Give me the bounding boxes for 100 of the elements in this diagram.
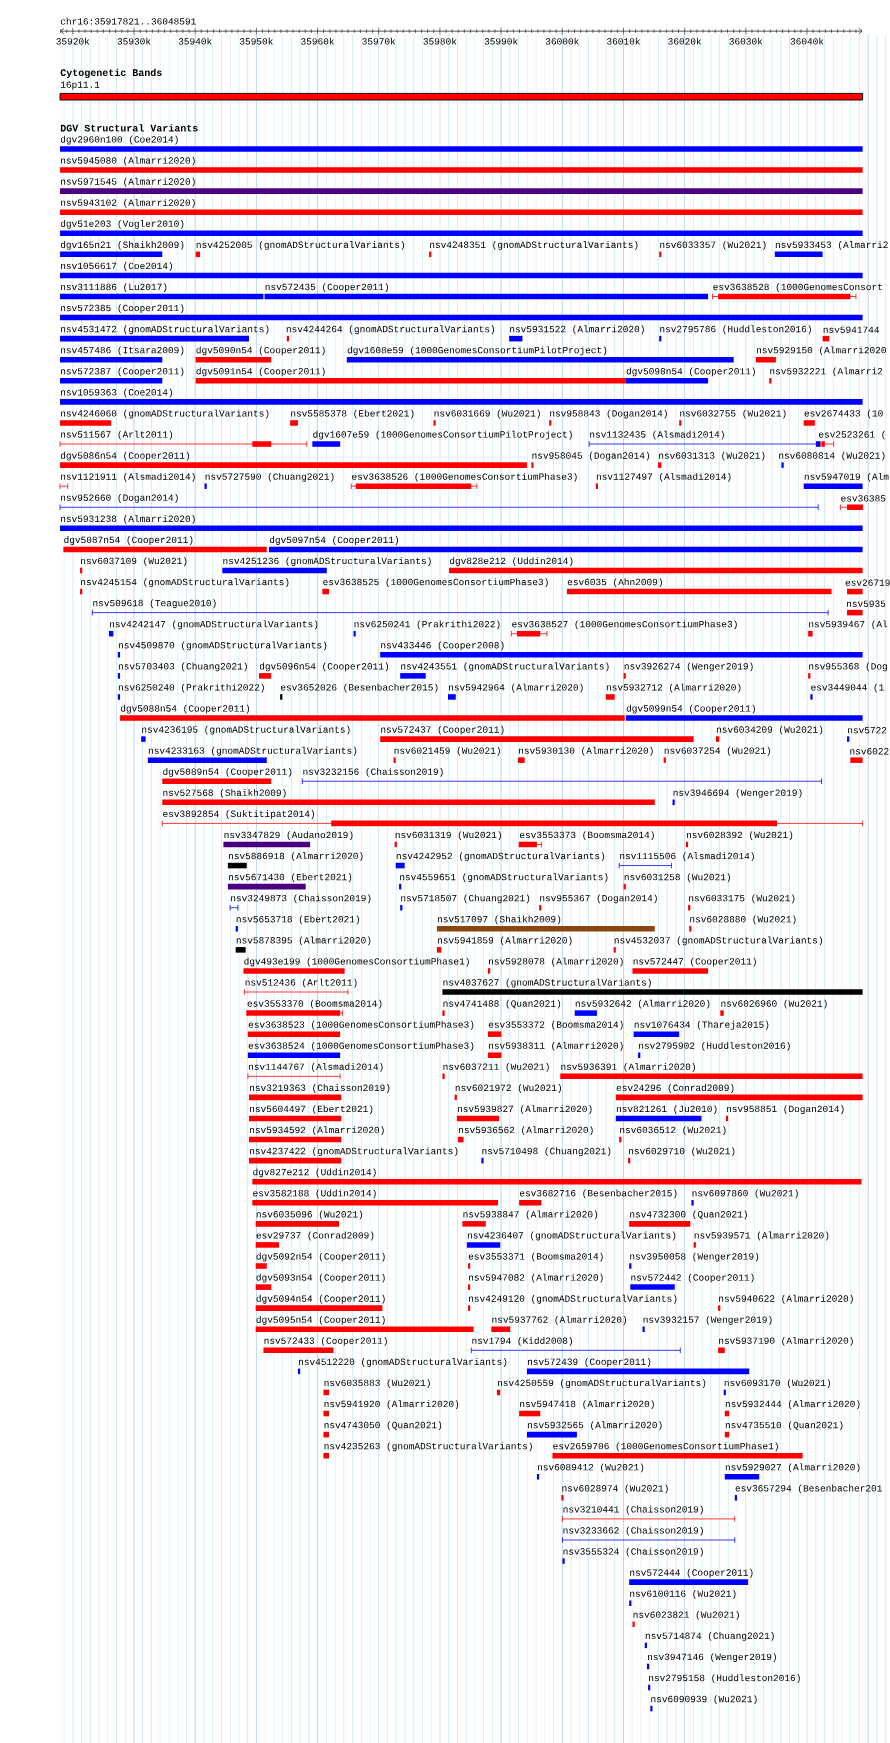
variant-label: nsv3947146 (Wenger2019) (647, 1653, 776, 1662)
tick-label: 36020k (668, 37, 701, 45)
variant-label: nsv955368 (Dog (809, 662, 887, 672)
variant-label: nsv6035883 (Wu2021) (324, 1379, 430, 1388)
variant-label: esv3553372 (Boomsma2014) (488, 1020, 623, 1030)
variant-label: nsv6033357 (Wu2021) (660, 241, 766, 250)
variant-label: nsv3946694 (Wenger2019) (673, 789, 802, 798)
variant-label: nsv3219363 (Chaisson2019) (249, 1084, 390, 1093)
track-title: Cytogenetic Bands (60, 68, 162, 79)
variant-label: nsv1121911 (Alsmadi2014) (60, 472, 195, 482)
variant-label: esv3638523 (1000GenomesConsortiumPhase3) (248, 1020, 474, 1030)
variant-label: nsv5933453 (Almarri2 (775, 241, 888, 250)
variant-label: nsv6100116 (Wu2021) (630, 1589, 736, 1599)
variant-label: nsv5653718 (Ebert2021) (236, 915, 359, 925)
variant-label: nsv572433 (Cooper2011) (264, 1337, 387, 1346)
variant-label: nsv5932712 (Almarri2020) (606, 683, 741, 693)
variant-label: nsv5935 (846, 600, 886, 607)
variant-label: nsv5939467 (Al (809, 620, 887, 630)
variant-label: nsv5943102 (Almarri2020) (60, 198, 195, 208)
variant-label: dgv828e212 (Uddin2014) (449, 557, 573, 566)
variant-label: nsv6022 (850, 748, 889, 755)
band-label: 16p11.1 (60, 81, 100, 90)
variant-label: esv3638526 (1000GenomesConsortiumPhase3) (351, 472, 577, 482)
variant-label: nsv527568 (Shaikh2009) (163, 789, 286, 798)
variant-label: dgv5091n54 (Cooper2011) (196, 367, 325, 377)
variant-label: nsv6034209 (Wu2021) (716, 725, 823, 735)
variant-label: nsv6033175 (Wu2021) (688, 894, 795, 904)
tick-label: 35970k (362, 37, 396, 45)
variant-label: esv2674433 (10 (804, 409, 883, 419)
variant-label: nsv6037254 (Wu2021) (664, 746, 770, 756)
locus-title: chr16:35917821..36048591 (60, 17, 196, 25)
variant-label: nsv5971545 (Almarri2020) (60, 177, 195, 187)
variant-label: nsv3926274 (Wenger2019) (624, 662, 753, 672)
variant-label: nsv572444 (Cooper2011) (630, 1568, 753, 1578)
variant-label: nsv1132435 (Alsmadi2014) (590, 430, 724, 440)
variant-label: dgv5090n54 (Cooper2011) (196, 346, 325, 356)
variant-label: nsv572447 (Cooper2011) (633, 957, 756, 967)
variant-label: dgv5088n54 (Cooper2011) (120, 704, 249, 714)
variant-label: nsv4741488 (Quan2021) (443, 999, 560, 1009)
variant-label: esv36385 (841, 495, 886, 502)
variant-label: nsv3111886 (Lu2017) (60, 283, 167, 292)
variant-label: dgv2960n100 (Coe2014) (60, 135, 178, 145)
variant-label: nsv5727590 (Chuang2021) (205, 472, 334, 482)
variant-label: nsv5932221 (Almarri2 (770, 367, 882, 377)
variant-label: nsv4512220 (gnomADStructuralVariants) (298, 1358, 507, 1367)
variant-label: nsv5710498 (Chuang2021) (482, 1147, 611, 1157)
variant-label: nsv4531472 (gnomADStructuralVariants) (60, 325, 269, 335)
variant-label: nsv5878395 (Almarri2020) (236, 936, 371, 946)
variant-label: nsv6090939 (Wu2021) (651, 1695, 757, 1705)
variant-label: esv3638525 (1000GenomesConsortiumPhase3) (323, 578, 548, 588)
variant-label: nsv6080814 (Wu2021) (779, 451, 885, 461)
variant-label: nsv1115506 (Alsmadi2014) (620, 852, 754, 862)
variant-label: nsv6093170 (Wu2021) (724, 1379, 830, 1388)
variant-label: nsv5932565 (Almarri2020) (527, 1421, 662, 1431)
variant-label: nsv6031669 (Wu2021) (434, 409, 540, 419)
variant-label: nsv4236407 (gnomADStructuralVariants) (467, 1231, 676, 1241)
variant-label: nsv5931238 (Almarri2020) (60, 515, 195, 524)
variant-label: nsv572435 (Cooper2011) (265, 283, 388, 292)
tick-label: 35930k (117, 37, 151, 45)
variant-label: nsv821261 (Ju2010) (616, 1105, 717, 1114)
variant-label: nsv572439 (Cooper2011) (527, 1358, 651, 1367)
variant-label: nsv4236195 (gnomADStructuralVariants) (142, 725, 350, 735)
variant-label: esv3638528 (1000GenomesConsort (713, 283, 882, 292)
tick-label: 35920k (56, 37, 90, 45)
variant-label: dgv5097n54 (Cooper2011) (269, 536, 398, 545)
variant-label: dgv5092n54 (Cooper2011) (256, 1252, 385, 1262)
variant-label: nsv6031319 (Wu2021) (395, 831, 501, 840)
variant-label: nsv3932157 (Wenger2019) (643, 1315, 772, 1325)
variant-label: nsv5947019 (Alm (804, 472, 889, 482)
variant-label: nsv3232156 (Chaisson2019) (303, 767, 443, 777)
variant-label: dgv5086n54 (Cooper2011) (60, 451, 189, 461)
variant-label: dgv1607e59 (1000GenomesConsortiumPilotProject) (313, 430, 572, 440)
tick-label: 36030k (729, 37, 763, 45)
variant-label: nsv511567 (Arlt2011) (60, 430, 172, 440)
tick-label: 35980k (423, 37, 457, 45)
variant-label: nsv457486 (Itsara2009) (60, 346, 184, 356)
variant-label: esv6035 (Ahn2009) (567, 578, 662, 588)
variant-label: nsv5604497 (Ebert2021) (249, 1105, 373, 1114)
variant-label: nsv5937762 (Almarri2020) (492, 1315, 626, 1325)
variant-label: nsv3950058 (Wenger2019) (630, 1252, 758, 1262)
tick-label: 35940k (178, 37, 212, 45)
variant-label: nsv5938847 (Almarri2020) (463, 1210, 597, 1220)
variant-label: dgv827e212 (Uddin2014) (253, 1168, 376, 1178)
variant-label: nsv1794 (Kidd2008) (472, 1337, 572, 1346)
variant-label: esv2659706 (1000GenomesConsortiumPhase1) (553, 1442, 778, 1452)
variant-label: nsv6037109 (Wu2021) (80, 557, 187, 566)
variant-label: nsv6021972 (Wu2021) (455, 1084, 561, 1093)
variant-label: nsv3555324 (Chaisson2019) (563, 1547, 703, 1557)
variant-label: nsv4251236 (gnomADStructuralVariants) (223, 557, 431, 566)
variant-label: dgv493e199 (1000GenomesConsortiumPhase1) (244, 957, 469, 967)
variant-label: esv26719 (845, 579, 890, 586)
variant-label: nsv5932642 (Almarri2020) (575, 999, 710, 1009)
variant-label: nsv4037627 (gnomADStructuralVariants) (443, 978, 651, 988)
variant-label: nsv4248351 (gnomADStructuralVariants) (429, 241, 638, 250)
variant-label: nsv5931522 (Almarri2020) (509, 325, 644, 335)
variant-label: nsv4732300 (Quan2021) (630, 1210, 747, 1220)
variant-label: nsv5941744 (823, 326, 879, 333)
variant-label: nsv958851 (Dogan2014) (726, 1105, 844, 1114)
variant-label: nsv6028392 (Wu2021) (686, 831, 792, 840)
variant-label: nsv6029710 (Wu2021) (628, 1147, 735, 1157)
